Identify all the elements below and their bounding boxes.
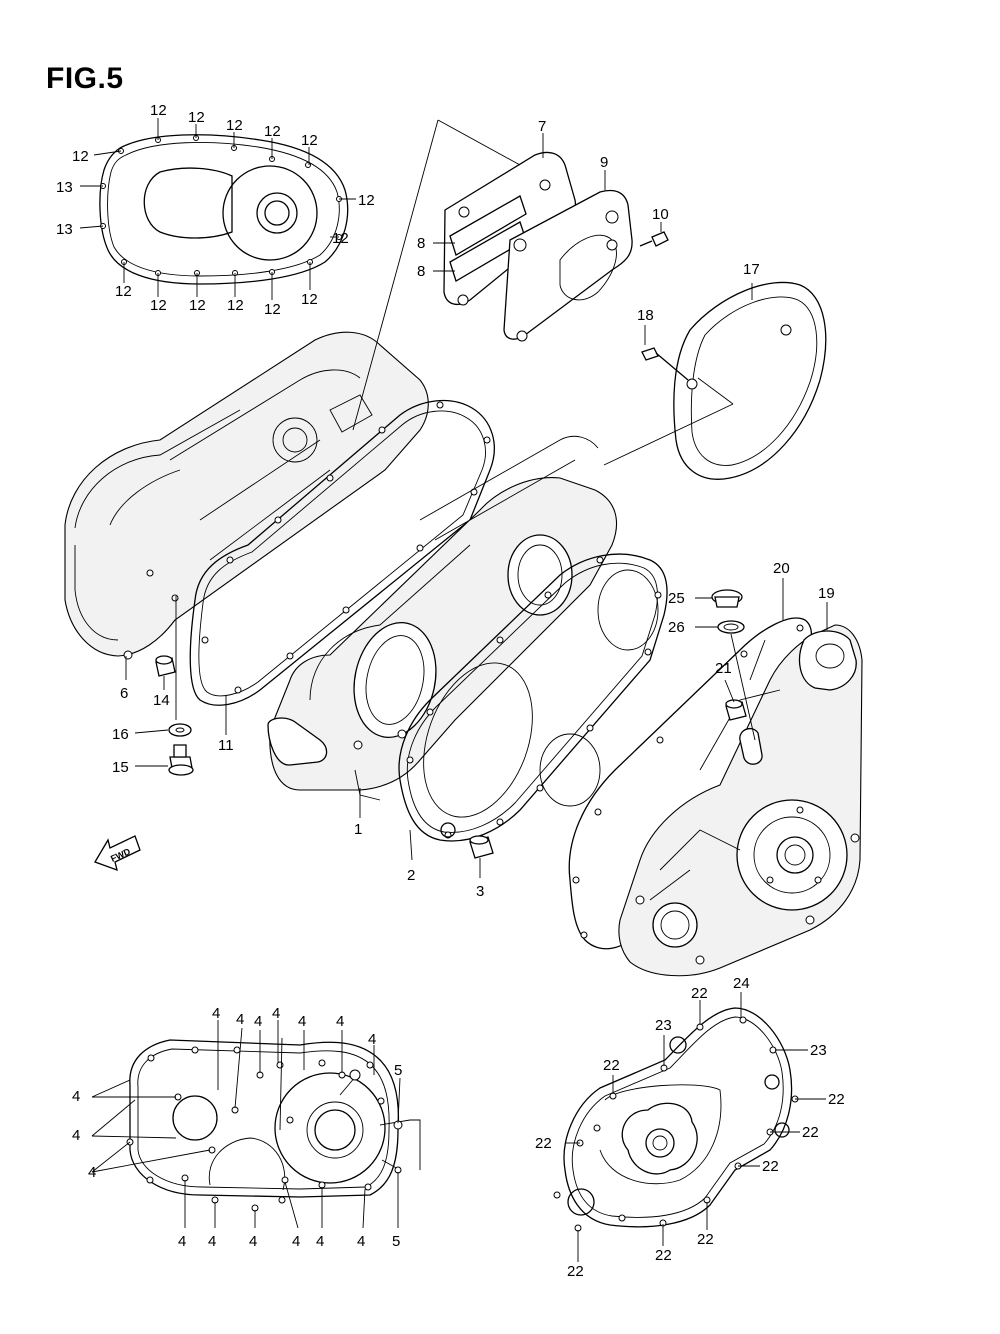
callout-18: 18 <box>637 307 654 324</box>
callout-22-f: 22 <box>762 1158 779 1175</box>
callout-12-k: 12 <box>189 297 206 314</box>
dowel-21 <box>725 699 747 721</box>
callout-12-a: 12 <box>150 102 167 119</box>
plate-leaders <box>433 133 662 272</box>
callout-3: 3 <box>476 883 484 900</box>
callout-16: 16 <box>112 726 129 743</box>
callout-5-b: 5 <box>392 1233 400 1250</box>
callout-4-b: 4 <box>236 1011 244 1028</box>
callout-4-m: 4 <box>249 1233 257 1250</box>
drain-bolt-15 <box>168 744 194 776</box>
callout-22-g: 22 <box>655 1247 672 1264</box>
callout-22-b: 22 <box>828 1091 845 1108</box>
callout-25: 25 <box>668 590 685 607</box>
bottom-right-leaders <box>565 992 826 1262</box>
o-ring-26 <box>717 620 745 634</box>
callout-4-d: 4 <box>272 1005 280 1022</box>
callout-6: 6 <box>120 685 128 702</box>
washer-16 <box>168 723 192 737</box>
callout-8-a: 8 <box>417 235 425 252</box>
callout-13-b: 13 <box>56 221 73 238</box>
callout-22-d: 22 <box>802 1124 819 1141</box>
outer-clutch-cover <box>64 331 429 660</box>
center-cover-1 <box>267 435 618 801</box>
callout-13-a: 13 <box>56 179 73 196</box>
callout-22-a: 22 <box>691 985 708 1002</box>
dowel-3 <box>469 835 494 859</box>
bottom-right-callouts: 22 24 23 23 22 22 22 22 22 22 22 22 <box>535 975 845 1280</box>
callout-22-e: 22 <box>535 1135 552 1152</box>
callout-12-g: 12 <box>358 192 375 209</box>
callout-5-a: 5 <box>394 1062 402 1079</box>
bottom-left-leaders <box>91 1020 401 1229</box>
callout-4-f: 4 <box>336 1013 344 1030</box>
callout-4-i: 4 <box>72 1127 80 1144</box>
callout-17: 17 <box>743 261 760 278</box>
callout-19: 19 <box>818 585 835 602</box>
callout-12-n: 12 <box>301 291 318 308</box>
callout-1: 1 <box>354 821 362 838</box>
callout-22-i: 22 <box>567 1263 584 1280</box>
callout-12-d: 12 <box>264 123 281 140</box>
callout-10: 10 <box>652 206 669 223</box>
figure-title: FIG.5 <box>46 62 124 95</box>
callout-23-b: 23 <box>810 1042 827 1059</box>
plate-assembly <box>443 151 669 342</box>
callout-4-a: 4 <box>212 1005 220 1022</box>
cover-callouts: 17 18 <box>637 261 760 324</box>
callout-12-f: 12 <box>72 148 89 165</box>
plug-25 <box>711 589 743 608</box>
callout-24: 24 <box>733 975 750 992</box>
callout-4-k: 4 <box>178 1233 186 1250</box>
callout-4-n: 4 <box>292 1233 300 1250</box>
gasket-2 <box>398 553 668 842</box>
callout-12-b: 12 <box>188 109 205 126</box>
callout-2: 2 <box>407 867 415 884</box>
main-callouts: 6 14 16 15 11 1 2 3 25 26 20 19 21 <box>112 560 835 900</box>
callout-12-j: 12 <box>150 297 167 314</box>
callout-12-m: 12 <box>264 301 281 318</box>
inspection-cover <box>641 281 827 480</box>
callout-11: 11 <box>218 737 234 754</box>
bottom-right-gasket-view <box>553 1007 799 1232</box>
callout-4-l: 4 <box>208 1233 216 1250</box>
bottom-left-callouts: 4 4 4 4 4 4 4 5 4 4 4 4 4 4 4 4 4 5 <box>72 1005 402 1250</box>
callout-21: 21 <box>715 660 732 677</box>
callout-9: 9 <box>600 154 608 171</box>
callout-4-o: 4 <box>316 1233 324 1250</box>
callout-20: 20 <box>773 560 790 577</box>
top-left-gasket-view <box>99 134 349 285</box>
callout-4-p: 4 <box>357 1233 365 1250</box>
callout-23-a: 23 <box>655 1017 672 1034</box>
gasket-11 <box>189 399 495 706</box>
callout-15: 15 <box>112 759 129 776</box>
callout-12-i: 12 <box>115 283 132 300</box>
callout-12-c: 12 <box>226 117 243 134</box>
plate-callouts: 7 9 10 8 8 <box>417 118 669 280</box>
callout-12-e: 12 <box>301 132 318 149</box>
top-left-callouts: 12 12 12 12 12 12 12 13 13 12 12 12 12 1… <box>56 102 375 318</box>
callout-8-b: 8 <box>417 263 425 280</box>
callout-4-c: 4 <box>254 1013 262 1030</box>
callout-22-h: 22 <box>697 1231 714 1248</box>
fwd-direction-arrow: FWD <box>94 835 141 872</box>
callout-4-e: 4 <box>298 1013 306 1030</box>
callout-12-h: 12 <box>332 230 349 247</box>
callout-22-c: 22 <box>603 1057 620 1074</box>
callout-4-h: 4 <box>72 1088 80 1105</box>
cover-leaders <box>603 283 753 466</box>
callout-4-g: 4 <box>368 1031 376 1048</box>
bottom-left-gasket-view <box>126 1039 421 1212</box>
callout-7: 7 <box>538 118 546 135</box>
callout-4-j: 4 <box>88 1164 96 1181</box>
top-left-leaders <box>79 118 356 300</box>
main-leaders <box>125 119 828 878</box>
callout-26: 26 <box>668 619 685 636</box>
callout-12-l: 12 <box>227 297 244 314</box>
right-cover-19 <box>618 624 863 977</box>
callout-14: 14 <box>153 692 170 709</box>
dowel-14 <box>155 655 176 677</box>
